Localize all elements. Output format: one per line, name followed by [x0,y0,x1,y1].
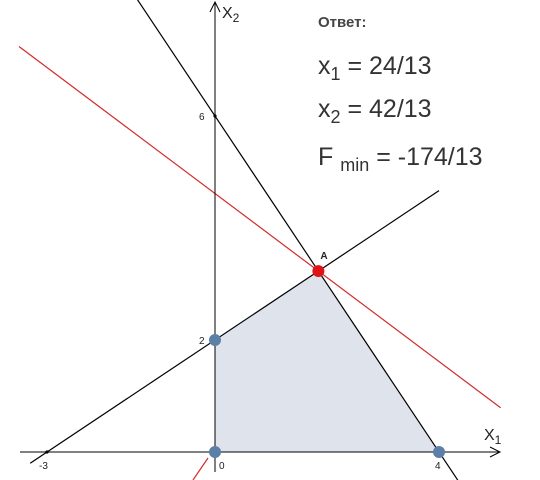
x-axis [20,446,502,458]
y-axis [209,0,221,472]
answer-f-var: F [318,143,334,171]
x-axis-label-sub: 1 [495,433,502,447]
y-axis-label-var: X [222,5,233,22]
constraint-line-2 [29,190,440,464]
answer-x1-value: = 24/13 [347,52,432,80]
optimum-point-a [312,265,325,278]
answer-x1-sub: 1 [330,64,341,84]
answer-x1: x1 = 24/13 [318,52,432,84]
answer-x2-var: x [318,95,331,123]
vertex-point-point-4-0 [433,446,445,458]
vertex-point-point-0-2 [209,334,221,346]
answer-x2-sub: 2 [330,107,341,127]
optimum-point-label: A [320,251,327,262]
answer-f-value: = -174/13 [376,143,483,171]
x-tick-mark [45,450,49,454]
y-axis-arrowhead [209,0,221,13]
answer-x2-value: = 42/13 [347,95,432,123]
y-axis-label-sub: 2 [233,11,240,25]
x-tick-label: 4 [435,461,441,472]
answer-x2: x2 = 42/13 [318,95,432,127]
x-tick-label: -3 [39,461,48,472]
x-axis-label-var: X [484,427,495,444]
y-tick-label: 6 [199,112,205,123]
y-axis-label: X2 [222,5,240,25]
gradient-arrow-stub [192,457,209,480]
answer-x1-var: x [318,52,331,80]
x-tick-label: 0 [219,461,225,472]
answer-f-min: F min = -174/13 [318,143,483,175]
vertex-points [209,265,445,458]
feasible-region [215,271,439,452]
y-tick-mark [213,114,217,118]
constraint-line-1 [136,0,459,480]
objective-level-line [18,46,501,409]
answer-f-sub: min [340,155,370,175]
answer-title: Ответ: [318,14,367,31]
vertex-point-origin [209,446,221,458]
x-axis-arrowhead [489,446,502,458]
x-axis-label: X1 [484,427,502,447]
y-tick-label: 2 [199,336,205,347]
